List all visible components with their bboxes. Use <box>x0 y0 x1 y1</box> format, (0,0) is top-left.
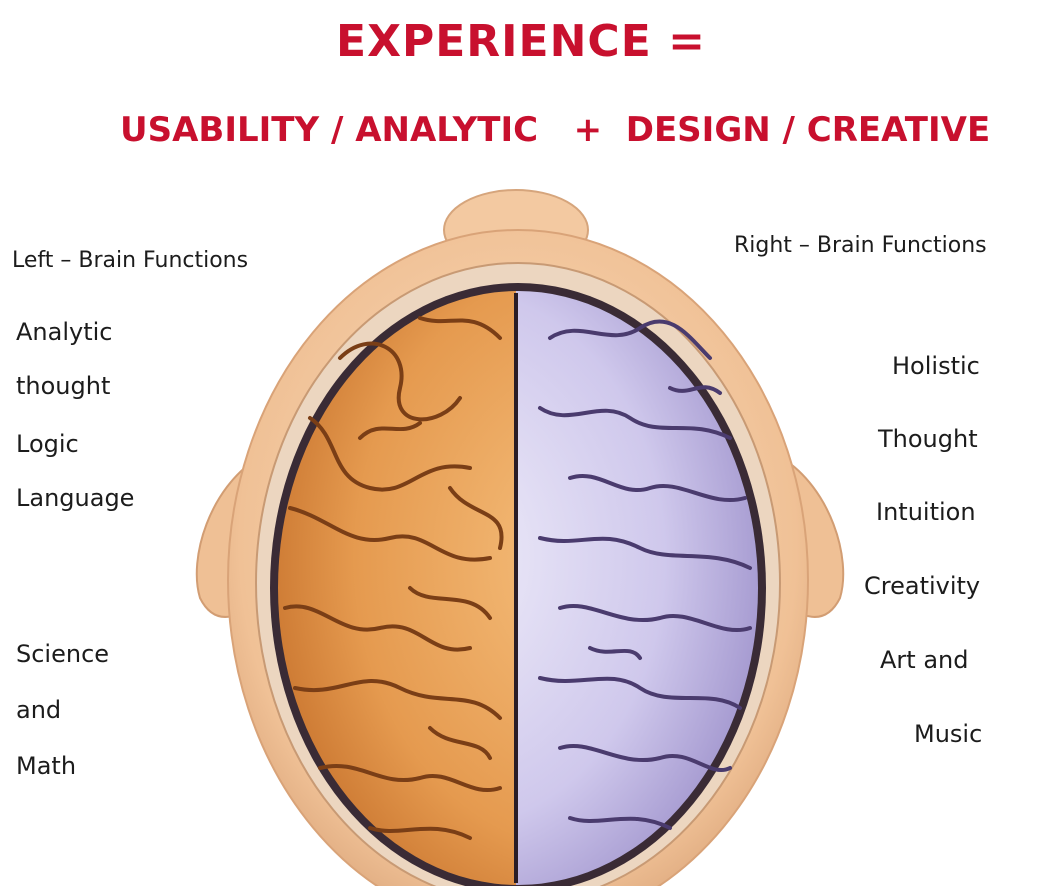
right-item: Music <box>914 720 983 748</box>
right-brain-header: Right – Brain Functions <box>734 233 987 258</box>
right-item: Intuition <box>876 498 976 526</box>
right-gyri <box>538 319 752 830</box>
right-item: Creativity <box>864 572 981 600</box>
left-item: Science <box>16 640 110 668</box>
right-item: Art and <box>880 646 969 674</box>
left-item: Language <box>16 484 135 512</box>
left-item: Analytic <box>16 318 113 346</box>
left-item: and <box>16 696 62 724</box>
left-item: thought <box>16 372 111 400</box>
main-title: EXPERIENCE = <box>336 16 706 67</box>
right-hemisphere <box>516 291 758 885</box>
left-item: Math <box>16 752 77 780</box>
left-gyri <box>283 316 504 840</box>
right-item: Holistic <box>892 352 980 380</box>
left-hemisphere <box>278 291 516 885</box>
right-item: Thought <box>878 425 978 453</box>
subtitle: USABILITY / ANALYTIC + DESIGN / CREATIVE <box>120 110 991 150</box>
left-brain-header: Left – Brain Functions <box>12 248 249 273</box>
brain-illustration <box>195 189 845 886</box>
left-item: Logic <box>16 430 79 458</box>
